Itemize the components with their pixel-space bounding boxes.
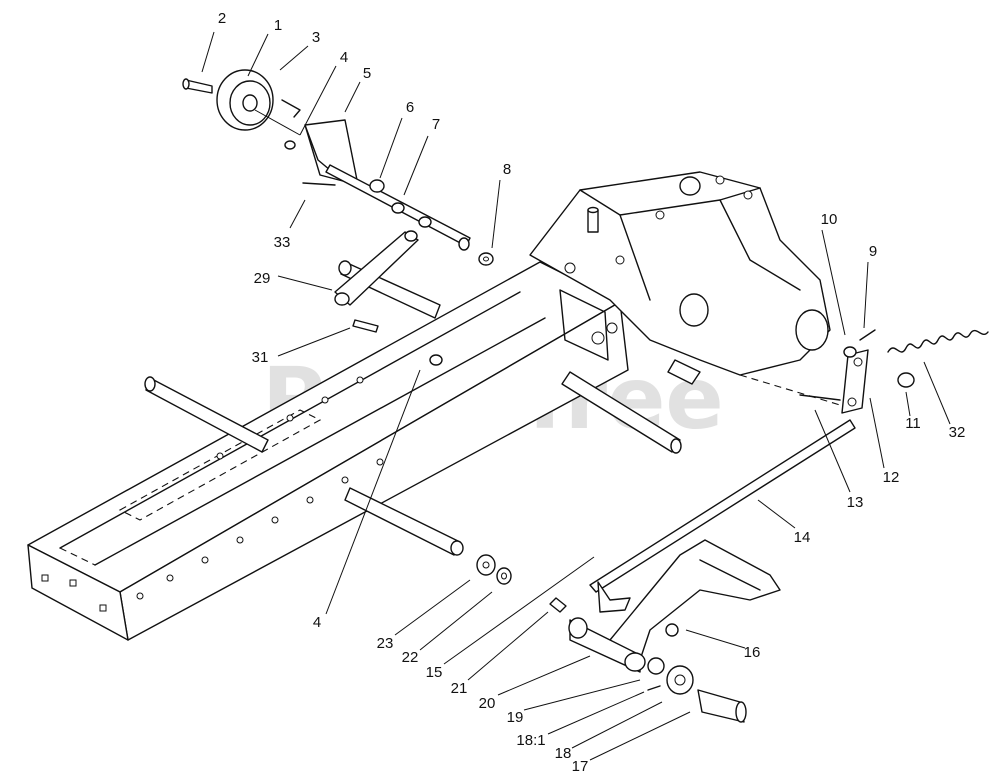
idler-lever-assembly (739, 329, 989, 414)
callout-c29: 29 (254, 270, 271, 287)
callout-c17: 17 (572, 758, 589, 775)
callout-c4b: 4 (313, 614, 321, 631)
callout-c23: 23 (377, 635, 394, 652)
cross-shafts (144, 260, 682, 556)
link-arm (334, 230, 443, 366)
callout-c6: 6 (406, 99, 414, 116)
callout-c12: 12 (883, 469, 900, 486)
callout-c2: 2 (218, 10, 226, 27)
callout-c11: 11 (905, 415, 921, 432)
callout-c1: 1 (274, 17, 282, 34)
callout-c15: 15 (426, 664, 443, 681)
callout-c9: 9 (869, 243, 877, 260)
callout-c10: 10 (821, 211, 838, 228)
callout-c18: 18 (555, 745, 572, 762)
callout-c20: 20 (479, 695, 496, 712)
callout-c22: 22 (402, 649, 419, 666)
callout-c4a: 4 (340, 49, 348, 66)
callout-c5: 5 (363, 65, 371, 82)
pulley-assembly (182, 69, 494, 266)
main-frame (27, 261, 629, 641)
callout-c33: 33 (274, 234, 291, 251)
callout-c16: 16 (744, 644, 761, 661)
callout-c14: 14 (794, 529, 811, 546)
callout-c31: 31 (252, 349, 269, 366)
callout-c19: 19 (507, 709, 524, 726)
callout-c7: 7 (432, 116, 440, 133)
transaxle (529, 171, 831, 385)
control-rod (589, 419, 856, 593)
callout-c32: 32 (949, 424, 966, 441)
pedal-assembly (476, 539, 781, 723)
callout-c3: 3 (312, 29, 320, 46)
callout-c21: 21 (451, 680, 468, 697)
callout-c13: 13 (847, 494, 864, 511)
callout-c8: 8 (503, 161, 511, 178)
callout-c181: 18:1 (516, 732, 545, 749)
leader-lines (201, 31, 951, 761)
